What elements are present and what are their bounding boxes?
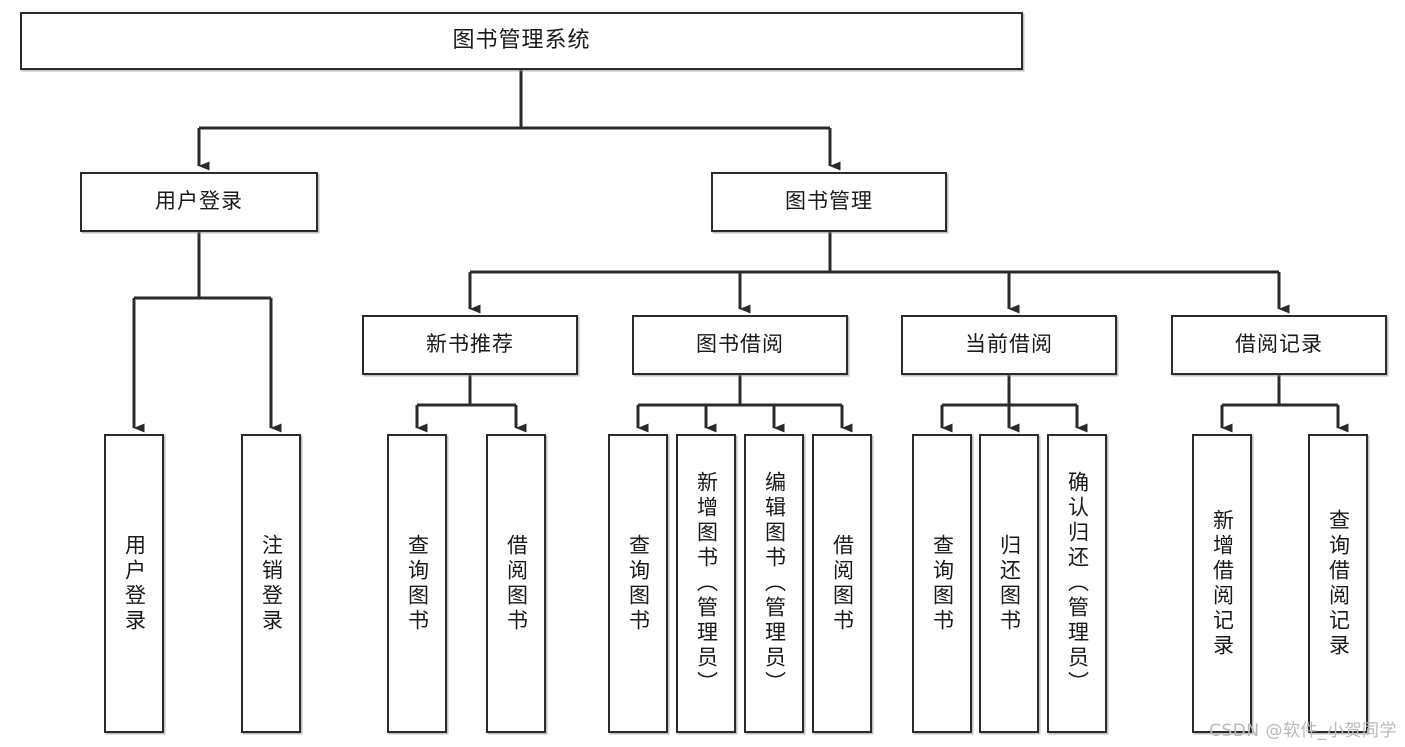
node-label: 借阅记录 [1235,332,1323,357]
node-label: 编辑图书（管理员） [762,471,787,696]
node-label: 确认归还（管理员） [1065,471,1090,696]
node-user-login[interactable]: 用户登录 [80,172,318,232]
node-label: 新增借阅记录 [1210,508,1235,659]
node-label: 借阅图书 [504,533,529,634]
node-label: 借阅图书 [830,533,855,634]
node-label: 注销登录 [259,533,284,634]
watermark-text: CSDN @软件_小贺同学 [1209,721,1397,741]
node-label: 当前借阅 [965,332,1053,357]
leaf-return-book[interactable]: 归还图书 [979,434,1039,733]
node-label: 图书管理 [785,189,873,214]
node-new-book-recommend[interactable]: 新书推荐 [362,315,578,375]
node-label: 查询图书 [626,533,651,634]
node-borrow-record[interactable]: 借阅记录 [1171,315,1387,375]
leaf-query-book-newbook[interactable]: 查询图书 [387,434,447,733]
leaf-confirm-return-admin[interactable]: 确认归还（管理员） [1047,434,1107,733]
node-label: 归还图书 [997,533,1022,634]
leaf-edit-book-admin[interactable]: 编辑图书（管理员） [744,434,804,733]
node-label: 图书管理系统 [452,27,591,53]
leaf-add-book-admin[interactable]: 新增图书（管理员） [676,434,736,733]
node-label: 查询图书 [930,533,955,634]
node-book-management[interactable]: 图书管理 [711,172,947,232]
leaf-query-borrow-record[interactable]: 查询借阅记录 [1308,434,1368,733]
node-label: 查询图书 [405,533,430,634]
node-label: 图书借阅 [696,332,784,357]
node-book-borrow[interactable]: 图书借阅 [632,315,848,375]
node-root-system[interactable]: 图书管理系统 [20,12,1023,70]
leaf-user-login[interactable]: 用户登录 [104,434,164,733]
node-current-borrow[interactable]: 当前借阅 [901,315,1117,375]
node-label: 新增图书（管理员） [694,471,719,696]
leaf-query-book-current[interactable]: 查询图书 [912,434,972,733]
leaf-borrow-book-newbook[interactable]: 借阅图书 [486,434,546,733]
node-label: 用户登录 [155,189,243,214]
node-label: 用户登录 [122,533,147,634]
leaf-logout[interactable]: 注销登录 [241,434,301,733]
leaf-borrow-book[interactable]: 借阅图书 [812,434,872,733]
node-label: 查询借阅记录 [1326,508,1351,659]
leaf-add-borrow-record[interactable]: 新增借阅记录 [1192,434,1252,733]
leaf-query-book-borrow[interactable]: 查询图书 [608,434,668,733]
node-label: 新书推荐 [426,332,514,357]
